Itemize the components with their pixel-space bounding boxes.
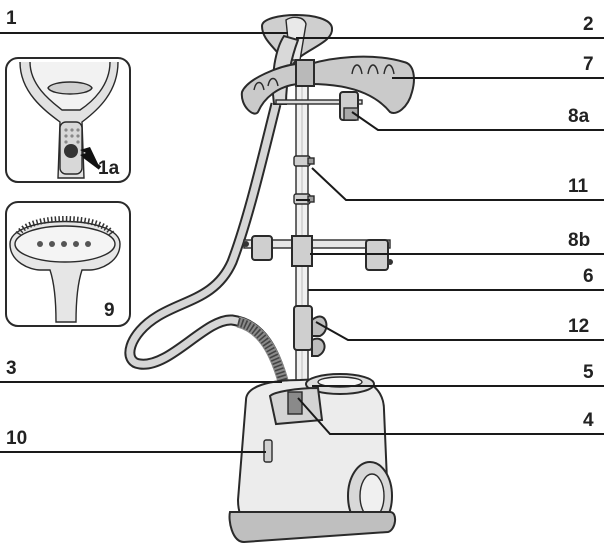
callout-8a: 8a [568,106,590,127]
hose-hook [293,305,328,357]
base-unit [228,373,396,544]
inset-label-9: 9 [104,300,115,321]
callout-labels: 1 2 7 8a 11 8b 6 12 3 5 4 10 [6,8,594,449]
leader-lines [0,32,604,453]
callout-8b: 8b [568,230,590,251]
callout-12: 12 [568,316,589,337]
callout-10: 10 [6,428,27,449]
callout-1: 1 [6,8,17,29]
callout-11: 11 [568,176,589,197]
upper-clip-bar [275,91,363,121]
callout-4: 4 [583,410,594,431]
callout-7: 7 [583,54,594,75]
callout-5: 5 [583,362,594,383]
inset-brush-head: 9 [5,201,131,327]
callout-6: 6 [583,266,594,287]
inset-steam-head-button: 1a [5,57,131,183]
callout-2: 2 [583,14,594,35]
inset-label-1a: 1a [98,158,120,179]
garment-hanger [240,55,415,115]
callout-3: 3 [6,358,17,379]
